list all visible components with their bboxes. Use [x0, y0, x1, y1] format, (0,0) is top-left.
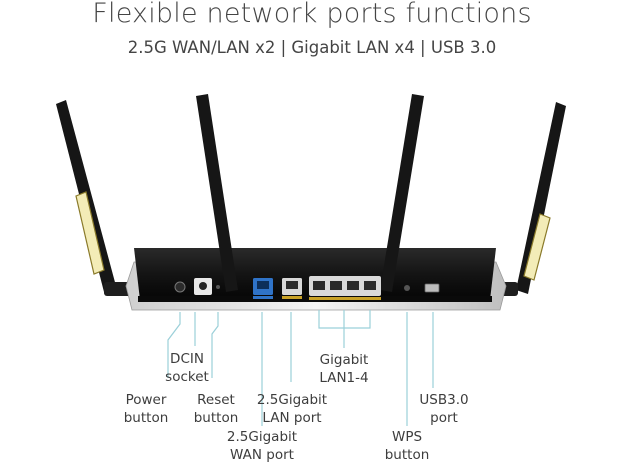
wan-25g-port-label: 2.5Gigabit WAN port — [226, 429, 298, 463]
gigabit-lan-block — [309, 276, 381, 296]
wps-button-label: WPS button — [384, 429, 430, 463]
page-subtitle: 2.5G WAN/LAN x2 | Gigabit LAN x4 | USB 3… — [127, 38, 497, 57]
power-button-label: Power button — [123, 392, 169, 426]
callout-lines — [167, 310, 434, 426]
power-button-part — [174, 281, 186, 293]
page-title: Flexible network ports functions — [92, 0, 532, 29]
antenna-center-right — [380, 94, 424, 292]
reset-button-part — [216, 285, 220, 289]
antenna-left-outer — [56, 100, 138, 296]
gigabit-lan-label: Gigabit LAN1-4 — [319, 352, 369, 386]
dcin-socket-label: DCIN socket — [165, 351, 209, 385]
usb-port-part — [424, 283, 440, 293]
lan-25g-port-label: 2.5Gigabit LAN port — [256, 392, 328, 426]
usb-port-label: USB3.0 port — [419, 392, 469, 426]
wps-button-part — [404, 285, 410, 291]
reset-button-label: Reset button — [193, 392, 239, 426]
port-panel — [174, 276, 440, 300]
antenna-center-left — [196, 94, 238, 292]
